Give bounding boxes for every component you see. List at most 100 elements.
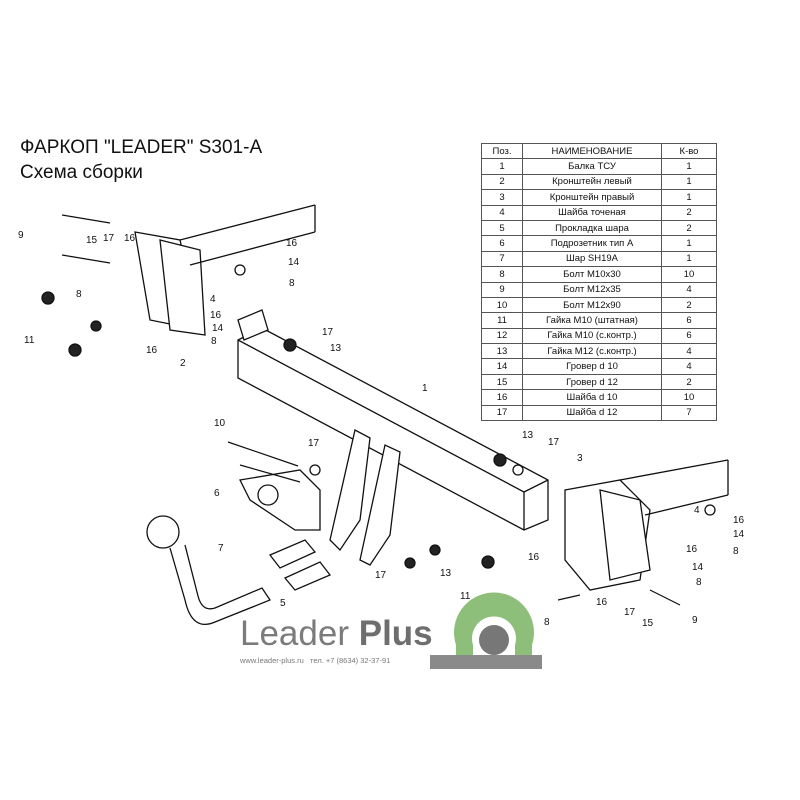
table-cell: Шайба d 12: [522, 404, 662, 422]
callout-label: 16: [528, 552, 540, 563]
table-cell: 2: [661, 373, 717, 391]
right-bracket: [564, 459, 729, 591]
tow-bar-beam: [237, 309, 549, 531]
table-cell: 3: [481, 189, 523, 206]
callout-label: 14: [212, 323, 224, 334]
table-cell: 7: [481, 250, 523, 268]
tow-ball: [146, 515, 271, 626]
table-cell: Прокладка шара: [522, 219, 662, 237]
ball-spacers: [268, 539, 332, 591]
table-cell: Кронштейн левый: [522, 173, 662, 191]
table-cell: 2: [661, 296, 717, 314]
callout-label: 11: [24, 335, 35, 346]
callout-label: 8: [289, 278, 295, 289]
table-cell: Болт М12х90: [522, 296, 662, 314]
bolts: [61, 214, 681, 606]
table-cell: 2: [661, 204, 717, 221]
table-cell: Шайба точеная: [522, 204, 662, 221]
center-plates: [329, 429, 401, 566]
table-cell: Болт М12х35: [522, 281, 662, 298]
callout-label: 6: [214, 488, 220, 499]
callout-label: 13: [440, 568, 452, 579]
callout-label: 8: [76, 289, 82, 300]
callout-label: 4: [210, 294, 216, 305]
callout-label: 9: [18, 230, 24, 241]
callout-label: 9: [692, 615, 698, 626]
callout-label: 4: [694, 505, 700, 516]
phone-text: тел. +7 (8634) 32-37-91: [310, 656, 391, 665]
table-cell: 10: [661, 389, 717, 406]
table-cell: 2: [481, 173, 523, 191]
callout-label: 15: [86, 235, 98, 246]
callout-label: 8: [544, 617, 550, 628]
callout-label: 16: [733, 515, 745, 526]
brand-name-regular: Leader: [240, 614, 349, 653]
socket-bracket: [239, 469, 321, 531]
table-cell: 1: [481, 158, 523, 175]
table-cell: 16: [481, 389, 523, 406]
diagram-subtitle: Схема сборки: [20, 162, 143, 183]
table-cell: Гайка М10 (штатная): [522, 312, 662, 329]
callout-label: 16: [210, 310, 222, 321]
callout-label: 16: [124, 233, 136, 244]
table-cell: 10: [661, 266, 717, 283]
table-cell: Болт М10х30: [522, 266, 662, 283]
brand-name: Leader Plus: [240, 616, 433, 652]
callout-label: 7: [218, 543, 224, 554]
table-cell: Гайка М12 (с.контр.): [522, 343, 662, 360]
table-header: К-во: [661, 142, 717, 160]
callout-label: 5: [280, 598, 286, 609]
table-cell: Гровер d 10: [522, 358, 662, 375]
table-cell: Балка ТСУ: [522, 158, 662, 175]
diagram-title: ФАРКОП "LEADER" S301-A: [20, 137, 263, 158]
callout-label: 3: [577, 453, 583, 464]
callout-label: 15: [642, 618, 654, 629]
table-cell: 4: [661, 343, 717, 360]
callout-label: 1: [422, 383, 428, 394]
contact-line: www.leader-plus.ru тел. +7 (8634) 32-37-…: [240, 656, 390, 666]
callout-label: 16: [146, 345, 158, 356]
table-cell: 4: [661, 281, 717, 298]
table-cell: 14: [481, 358, 523, 375]
table-header: НАИМЕНОВАНИЕ: [522, 142, 662, 160]
table-cell: 1: [661, 189, 717, 206]
table-cell: Гровер d 12: [522, 373, 662, 391]
table-cell: 12: [481, 327, 523, 345]
table-cell: Шар SH19A: [522, 250, 662, 268]
leader-plus-logo: [430, 592, 542, 669]
table-cell: Подрозетник тип А: [522, 235, 662, 252]
table-cell: 1: [661, 173, 717, 191]
table-cell: 4: [661, 358, 717, 375]
callout-label: 16: [686, 544, 698, 555]
callout-label: 13: [330, 343, 342, 354]
table-cell: 7: [661, 404, 717, 422]
callout-label: 2: [180, 358, 186, 369]
callout-label: 14: [288, 257, 300, 268]
table-cell: 5: [481, 219, 523, 237]
table-cell: 8: [481, 266, 523, 283]
callout-label: 14: [692, 562, 704, 573]
table-cell: Кронштейн правый: [522, 189, 662, 206]
table-cell: 1: [661, 235, 717, 252]
callout-label: 8: [211, 336, 217, 347]
callout-label: 10: [214, 418, 226, 429]
table-cell: 17: [481, 404, 523, 422]
callout-label: 8: [696, 577, 702, 588]
callout-label: 17: [103, 233, 115, 244]
table-cell: 6: [661, 327, 717, 345]
table-cell: 2: [661, 219, 717, 237]
